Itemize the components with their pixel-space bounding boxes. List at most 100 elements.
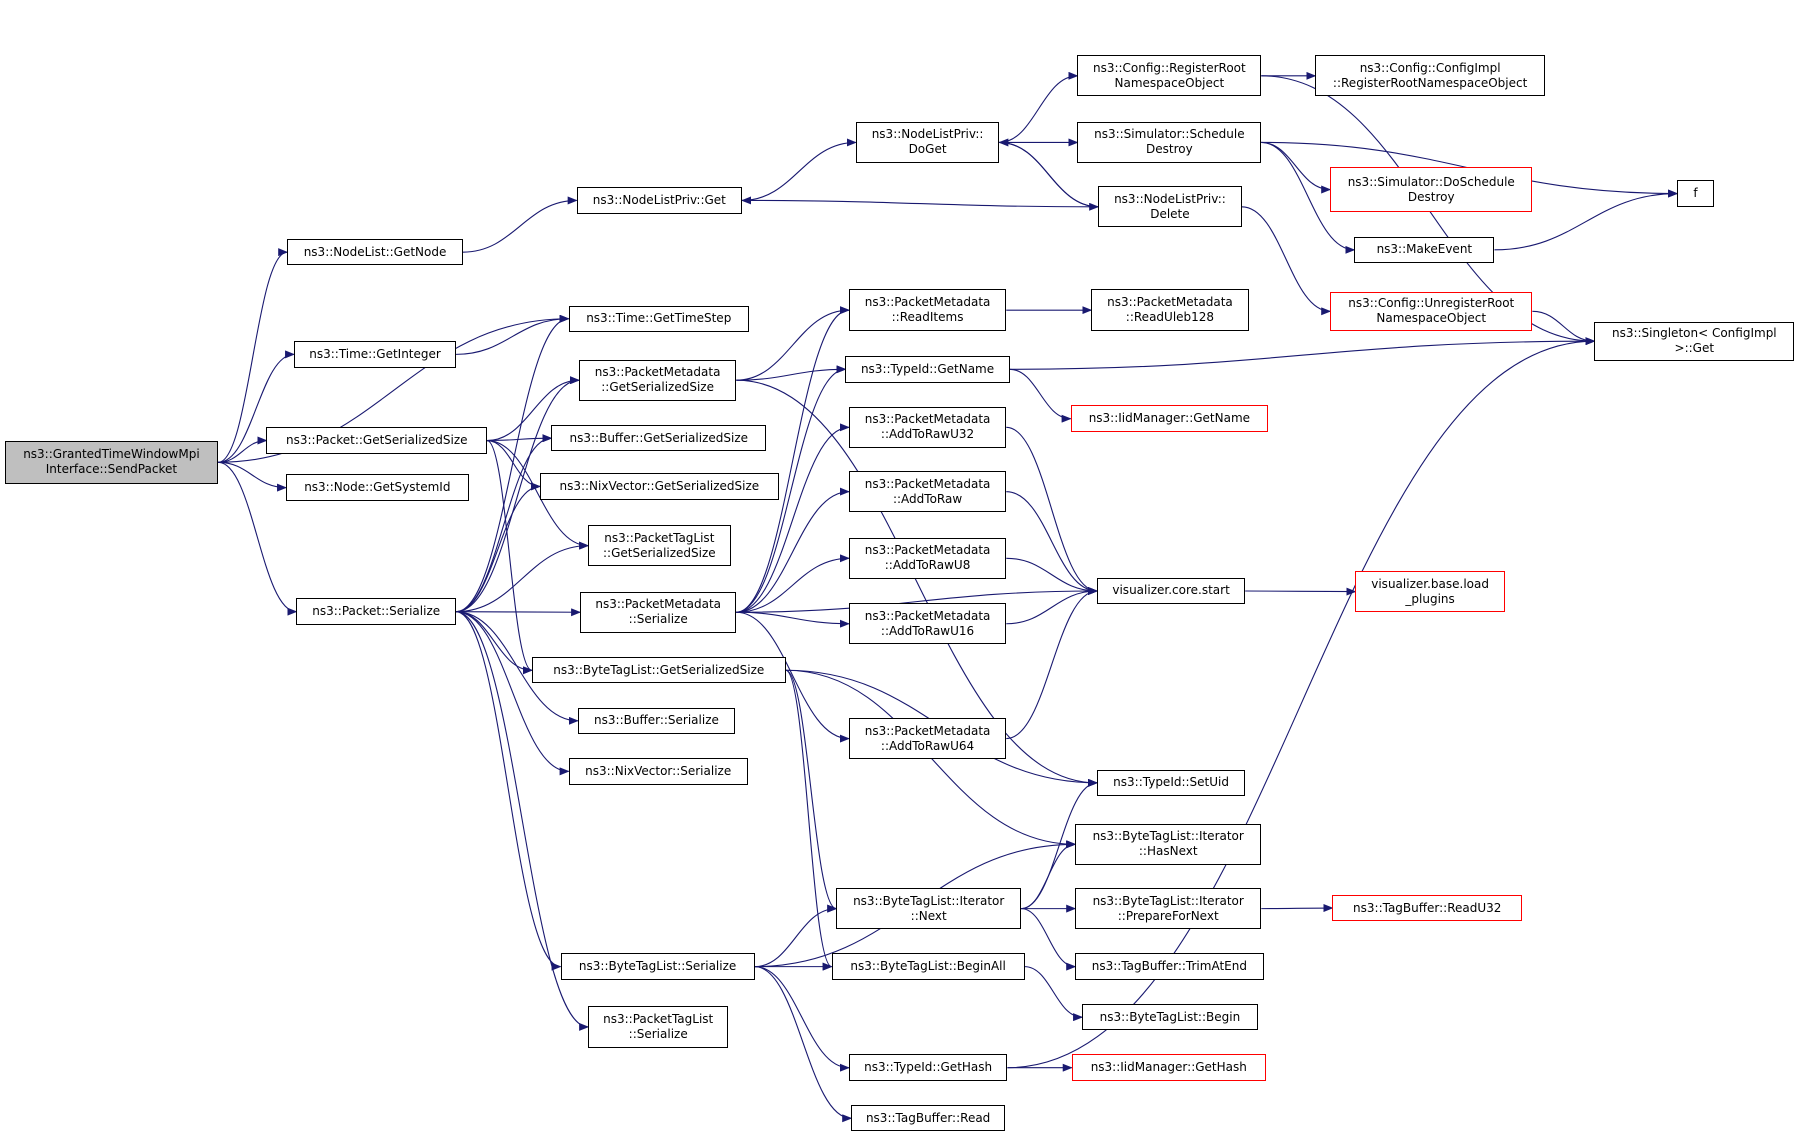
node-label-line: ::AddToRaw bbox=[892, 491, 963, 506]
node-label-line: ns3::NixVector::GetSerializedSize bbox=[559, 478, 760, 493]
node-btl-iter-hasnext[interactable]: ns3::ByteTagList::Iterator::HasNext bbox=[1075, 823, 1262, 865]
node-ptl-getserializedsize[interactable]: ns3::PacketTagList::GetSerializedSize bbox=[588, 524, 731, 567]
node-packet-getserializedsize[interactable]: ns3::Packet::GetSerializedSize bbox=[266, 427, 488, 454]
node-label-line: ns3::ByteTagList::Serialize bbox=[578, 959, 737, 974]
edge-packet-serialize-to-time-gettimestep bbox=[456, 314, 570, 613]
edge-pm-addtorawu32-to-visualizer-core-start bbox=[1006, 426, 1098, 595]
node-label-line: ns3::Buffer::Serialize bbox=[594, 713, 719, 728]
edge-btl-getserializedsize-to-btl-beginall bbox=[785, 669, 833, 971]
edge-typeid-getname-to-singleton-get bbox=[1009, 337, 1596, 370]
node-packet-serialize[interactable]: ns3::Packet::Serialize bbox=[296, 598, 457, 625]
node-pm-addtoraw[interactable]: ns3::PacketMetadata::AddToRaw bbox=[848, 470, 1007, 513]
edge-root-to-time-gettimestep bbox=[218, 314, 570, 463]
edge-packet-serialize-to-ptl-getserializedsize bbox=[456, 541, 590, 613]
node-label-line: ns3::PacketMetadata bbox=[864, 723, 991, 738]
node-typeid-getname[interactable]: ns3::TypeId::GetName bbox=[845, 356, 1010, 383]
node-label-line: ns3::NodeListPriv:: bbox=[871, 127, 984, 142]
node-typeid-setuid[interactable]: ns3::TypeId::SetUid bbox=[1097, 769, 1246, 797]
node-time-gettimestep[interactable]: ns3::Time::GetTimeStep bbox=[568, 305, 749, 332]
edge-root-to-nodelist-getnode bbox=[218, 248, 289, 463]
node-nodelistpriv-doget[interactable]: ns3::NodeListPriv::DoGet bbox=[855, 121, 1000, 164]
node-iidmanager-getname[interactable]: ns3::IidManager::GetName bbox=[1070, 405, 1269, 432]
node-node-getsystemid[interactable]: ns3::Node::GetSystemId bbox=[286, 474, 469, 501]
node-pm-getserializedsize[interactable]: ns3::PacketMetadata::GetSerializedSize bbox=[578, 359, 737, 401]
node-pm-addtorawu64[interactable]: ns3::PacketMetadata::AddToRawU64 bbox=[848, 717, 1007, 760]
node-nodelistpriv-get[interactable]: ns3::NodeListPriv::Get bbox=[576, 187, 743, 214]
node-label-line: ns3::Config::RegisterRoot bbox=[1092, 60, 1246, 75]
node-label-line: ::Serialize bbox=[628, 612, 688, 627]
node-nixvector-serialize[interactable]: ns3::NixVector::Serialize bbox=[568, 758, 748, 785]
node-label-line: ns3::TagBuffer::Read bbox=[865, 1110, 991, 1125]
edge-packet-serialize-to-nixvector-serialize bbox=[456, 611, 570, 776]
node-nixvector-getserializedsize[interactable]: ns3::NixVector::GetSerializedSize bbox=[539, 473, 779, 500]
node-pm-readitems[interactable]: ns3::PacketMetadata::ReadItems bbox=[848, 289, 1007, 331]
node-btl-beginall[interactable]: ns3::ByteTagList::BeginAll bbox=[831, 953, 1025, 980]
node-label-line: ns3::Config::UnregisterRoot bbox=[1348, 296, 1515, 311]
node-config-configimpl-register[interactable]: ns3::Config::ConfigImpl::RegisterRootNam… bbox=[1315, 55, 1545, 97]
node-nodelist-getnode[interactable]: ns3::NodeList::GetNode bbox=[287, 238, 463, 266]
edge-packet-serialize-to-btl-serialize bbox=[455, 611, 562, 971]
node-tagbuffer-readu32[interactable]: ns3::TagBuffer::ReadU32 bbox=[1332, 894, 1522, 922]
node-btl-iter-preparefornext[interactable]: ns3::ByteTagList::Iterator::PrepareForNe… bbox=[1075, 887, 1262, 930]
node-label-line: ::RegisterRootNamespaceObject bbox=[1332, 75, 1528, 90]
node-label-line: ns3::PacketMetadata bbox=[595, 597, 722, 612]
node-iidmanager-gethash[interactable]: ns3::IidManager::GetHash bbox=[1071, 1054, 1266, 1081]
node-singleton-get[interactable]: ns3::Singleton< ConfigImpl>::Get bbox=[1594, 321, 1795, 361]
edge-time-getinteger-to-time-gettimestep bbox=[456, 314, 570, 355]
edge-nodelistpriv-doget-to-config-registerroot bbox=[999, 71, 1079, 143]
node-label-line: ns3::PacketTagList bbox=[604, 530, 715, 545]
node-label-line: ns3::PacketMetadata bbox=[864, 295, 991, 310]
edge-pm-serialize-to-pm-readitems bbox=[736, 306, 850, 613]
node-pm-addtorawu16[interactable]: ns3::PacketMetadata::AddToRawU16 bbox=[848, 603, 1007, 645]
edge-simulator-scheduledestroy-to-simulator-doscheduledestroy bbox=[1261, 141, 1332, 194]
edge-pm-addtorawu16-to-visualizer-core-start bbox=[1006, 587, 1098, 625]
node-pm-readuleb128[interactable]: ns3::PacketMetadata::ReadUleb128 bbox=[1091, 289, 1249, 331]
node-buffer-getserializedsize[interactable]: ns3::Buffer::GetSerializedSize bbox=[551, 425, 767, 452]
node-label-line: ns3::NodeListPriv::Get bbox=[592, 192, 726, 207]
node-visualizer-base-loadplugins[interactable]: visualizer.base.load_plugins bbox=[1355, 570, 1505, 613]
node-pm-addtorawu32[interactable]: ns3::PacketMetadata::AddToRawU32 bbox=[848, 406, 1007, 448]
edge-pm-getserializedsize-to-typeid-setuid bbox=[736, 379, 1098, 787]
node-pm-addtorawu8[interactable]: ns3::PacketMetadata::AddToRawU8 bbox=[848, 537, 1007, 579]
edge-nodelistpriv-get-to-nodelistpriv-doget bbox=[742, 138, 857, 201]
node-btl-iter-next[interactable]: ns3::ByteTagList::Iterator::Next bbox=[836, 887, 1022, 930]
node-visualizer-core-start[interactable]: visualizer.core.start bbox=[1097, 577, 1246, 605]
node-label-line: ::Next bbox=[910, 908, 947, 923]
node-typeid-gethash[interactable]: ns3::TypeId::GetHash bbox=[848, 1054, 1008, 1081]
edge-root-to-packet-getserializedsize bbox=[218, 436, 268, 463]
node-pm-serialize[interactable]: ns3::PacketMetadata::Serialize bbox=[580, 591, 737, 633]
node-f[interactable]: f bbox=[1677, 180, 1714, 207]
node-label-line: ns3::IidManager::GetHash bbox=[1090, 1060, 1247, 1075]
node-label-line: ns3::NodeList::GetNode bbox=[303, 244, 447, 259]
node-nodelistpriv-delete[interactable]: ns3::NodeListPriv::Delete bbox=[1098, 186, 1242, 228]
node-label-line: ::GetSerializedSize bbox=[602, 545, 716, 560]
node-label-line: ns3::PacketMetadata bbox=[1107, 295, 1233, 310]
node-makeevent[interactable]: ns3::MakeEvent bbox=[1354, 236, 1495, 264]
node-label-line: ns3::PacketTagList bbox=[603, 1011, 714, 1026]
node-buffer-serialize[interactable]: ns3::Buffer::Serialize bbox=[577, 707, 736, 734]
edge-packet-serialize-to-buffer-serialize bbox=[456, 611, 579, 725]
edge-btl-serialize-to-tagbuffer-read bbox=[754, 966, 853, 1123]
node-time-getinteger[interactable]: ns3::Time::GetInteger bbox=[294, 341, 457, 368]
node-label-line: ::HasNext bbox=[1138, 844, 1198, 859]
node-btl-serialize[interactable]: ns3::ByteTagList::Serialize bbox=[560, 953, 755, 980]
edge-btl-iter-next-to-btl-iter-hasnext bbox=[1021, 840, 1077, 910]
edge-pm-serialize-to-pm-addtorawu8 bbox=[736, 554, 850, 613]
node-label-line: ::AddToRawU16 bbox=[880, 623, 975, 638]
node-label-line: NamespaceObject bbox=[1376, 311, 1487, 326]
node-tagbuffer-read[interactable]: ns3::TagBuffer::Read bbox=[851, 1105, 1006, 1132]
node-btl-begin[interactable]: ns3::ByteTagList::Begin bbox=[1082, 1003, 1258, 1031]
edge-nodelistpriv-delete-to-nodelistpriv-get bbox=[741, 196, 1099, 208]
node-tagbuffer-trimatend[interactable]: ns3::TagBuffer::TrimAtEnd bbox=[1075, 953, 1264, 980]
node-btl-getserializedsize[interactable]: ns3::ByteTagList::GetSerializedSize bbox=[531, 657, 786, 684]
node-ptl-serialize[interactable]: ns3::PacketTagList::Serialize bbox=[588, 1006, 729, 1048]
node-label-line: ns3::TagBuffer::ReadU32 bbox=[1353, 900, 1502, 915]
node-label-line: ::Serialize bbox=[628, 1026, 688, 1041]
